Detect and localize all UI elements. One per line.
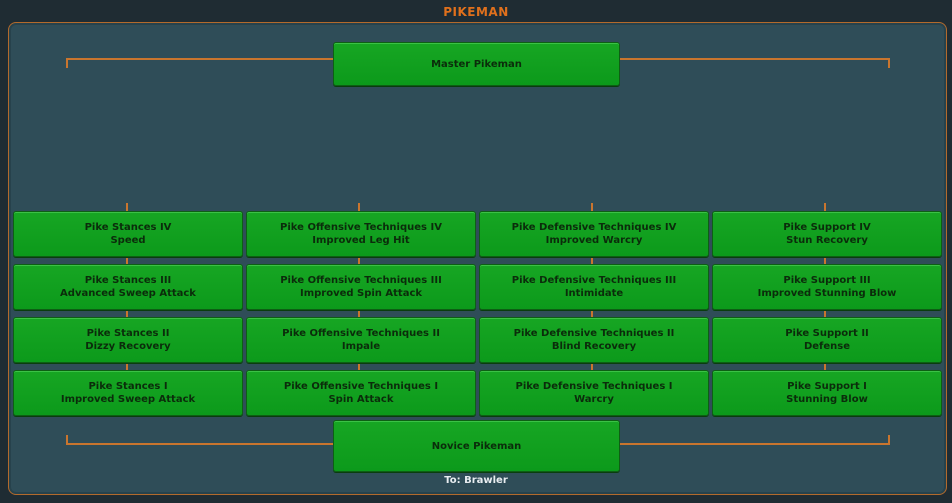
- connector-stub: [591, 203, 593, 212]
- connector-stub: [358, 203, 360, 212]
- skill-name: Impale: [341, 341, 381, 352]
- skill-tier-name: Pike Offensive Techniques I: [283, 381, 439, 392]
- brawler-link[interactable]: To: Brawler: [444, 475, 508, 486]
- skill-tier-name: Pike Support III: [783, 275, 871, 286]
- skill-box[interactable]: Pike Offensive Techniques III Improved Sp…: [246, 264, 476, 310]
- master-pikeman-box[interactable]: Master Pikeman: [333, 42, 620, 86]
- connector-line: [66, 435, 68, 445]
- skill-name: Intimidate: [564, 288, 624, 299]
- skill-name: Improved Spin Attack: [299, 288, 423, 299]
- connector-stub: [358, 361, 360, 370]
- connector-line: [66, 58, 334, 60]
- novice-pikeman-box[interactable]: Novice Pikeman: [333, 420, 620, 472]
- skill-box[interactable]: Pike Defensive Techniques I Warcry: [479, 370, 709, 416]
- connector-stub: [358, 308, 360, 317]
- page-title: PIKEMAN: [443, 5, 509, 19]
- connector-stub: [126, 203, 128, 212]
- skill-box[interactable]: Pike Defensive Techniques III Intimidate: [479, 264, 709, 310]
- skill-tier-name: Pike Defensive Techniques III: [511, 275, 677, 286]
- skill-box[interactable]: Pike Support II Defense: [712, 317, 942, 363]
- skill-box[interactable]: Pike Stances III Advanced Sweep Attack: [13, 264, 243, 310]
- connector-stub: [591, 255, 593, 264]
- skill-box[interactable]: Pike Support III Improved Stunning Blow: [712, 264, 942, 310]
- connector-stub: [126, 361, 128, 370]
- skill-box[interactable]: Pike Support I Stunning Blow: [712, 370, 942, 416]
- connector-stub: [591, 361, 593, 370]
- skill-name: Improved Warcry: [545, 235, 643, 246]
- skill-tier-name: Pike Stances II: [86, 328, 170, 339]
- connector-stub: [824, 255, 826, 264]
- skill-name: Warcry: [574, 394, 614, 405]
- connector-stub: [126, 255, 128, 264]
- connector-line: [888, 58, 890, 68]
- skill-box[interactable]: Pike Stances I Improved Sweep Attack: [13, 370, 243, 416]
- skill-tier-name: Pike Stances I: [88, 381, 168, 392]
- skill-tier-name: Pike Support IV: [783, 222, 871, 233]
- skill-name: Improved Stunning Blow: [757, 288, 897, 299]
- skill-name: Dizzy Recovery: [85, 341, 171, 352]
- skill-name: Spin Attack: [328, 394, 394, 405]
- skill-name: Improved Leg Hit: [312, 235, 410, 246]
- connector-stub: [824, 361, 826, 370]
- connector-line: [66, 443, 334, 445]
- skill-tier-name: Pike Defensive Techniques I: [515, 381, 673, 392]
- skill-tree-panel: [8, 22, 947, 495]
- skill-tier-name: Pike Defensive Techniques IV: [511, 222, 677, 233]
- skill-name: Stunning Blow: [786, 394, 868, 405]
- connector-stub: [824, 308, 826, 317]
- master-pikeman-label: Master Pikeman: [431, 58, 522, 70]
- skill-box[interactable]: Pike Offensive Techniques I Spin Attack: [246, 370, 476, 416]
- novice-pikeman-label: Novice Pikeman: [431, 440, 522, 452]
- connector-stub: [126, 308, 128, 317]
- connector-line: [66, 58, 68, 68]
- connector-line: [888, 435, 890, 445]
- skill-tier-name: Pike Support I: [787, 381, 867, 392]
- skill-name: Advanced Sweep Attack: [60, 288, 196, 299]
- connector-line: [620, 58, 890, 60]
- skill-box[interactable]: Pike Offensive Techniques IV Improved Leg…: [246, 211, 476, 257]
- skill-name: Defense: [803, 341, 851, 352]
- skill-name: Blind Recovery: [551, 341, 637, 352]
- skill-box[interactable]: Pike Stances IV Speed: [13, 211, 243, 257]
- skill-tier-name: Pike Offensive Techniques III: [280, 275, 442, 286]
- skill-name: Improved Sweep Attack: [60, 394, 196, 405]
- connector-line: [620, 443, 890, 445]
- skill-box[interactable]: Pike Offensive Techniques II Impale: [246, 317, 476, 363]
- skill-tier-name: Pike Defensive Techniques II: [513, 328, 675, 339]
- skill-box[interactable]: Pike Stances II Dizzy Recovery: [13, 317, 243, 363]
- skill-box[interactable]: Pike Support IV Stun Recovery: [712, 211, 942, 257]
- skill-box[interactable]: Pike Defensive Techniques II Blind Recove…: [479, 317, 709, 363]
- connector-stub: [591, 308, 593, 317]
- skill-tier-name: Pike Offensive Techniques II: [282, 328, 440, 339]
- connector-stub: [358, 255, 360, 264]
- connector-stub: [824, 203, 826, 212]
- skill-name: Stun Recovery: [786, 235, 868, 246]
- skill-tier-name: Pike Offensive Techniques IV: [280, 222, 442, 233]
- skill-tier-name: Pike Stances IV: [84, 222, 172, 233]
- skill-box[interactable]: Pike Defensive Techniques IV Improved War…: [479, 211, 709, 257]
- skill-tier-name: Pike Stances III: [84, 275, 172, 286]
- skill-tier-name: Pike Support II: [785, 328, 869, 339]
- skill-name: Speed: [110, 235, 146, 246]
